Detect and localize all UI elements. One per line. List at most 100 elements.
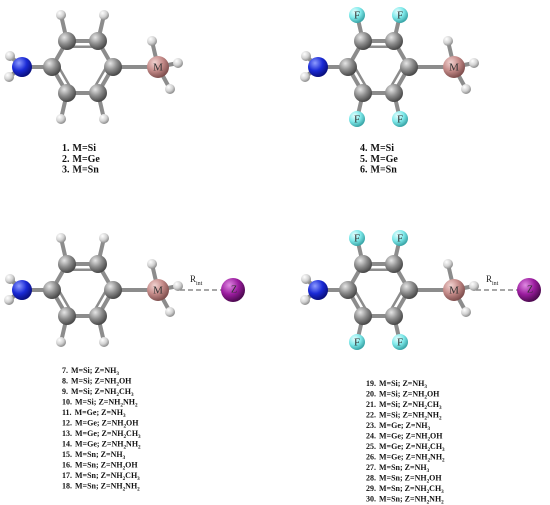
carbon-atom <box>385 32 403 50</box>
compound-label: 22.M=Si; Z=NH2NH2 <box>366 411 442 422</box>
compound-label: 14.M=Ge; Z=NH2NH2 <box>62 440 141 451</box>
bond-double <box>57 65 72 89</box>
compound-label: 9.M=Si; Z=NH2CH3 <box>62 387 134 398</box>
fluorine-atom-label: F <box>354 233 360 245</box>
fluorine-atom <box>349 111 365 127</box>
carbon-atom <box>339 58 357 76</box>
bond-double <box>93 288 108 312</box>
fluorine-atom-label: F <box>397 337 403 349</box>
fluorine-atom-label: F <box>397 114 403 126</box>
carbon-atom <box>385 307 403 325</box>
hydrogen-atom <box>4 72 14 82</box>
compound-label: 16.M=Sn; Z=NH2OH <box>62 461 138 472</box>
bond-double <box>353 65 368 89</box>
fluorine-atom <box>392 7 408 23</box>
hydrogen-atom <box>173 58 183 68</box>
compound-label: 19.M=Si; Z=NH3 <box>366 379 427 390</box>
distance-label: Rint <box>190 274 203 287</box>
metal-atom-label: M <box>153 285 163 297</box>
carbon-atom <box>43 58 61 76</box>
fluorine-atom <box>349 334 365 350</box>
carbon-atom <box>339 281 357 299</box>
carbon-atom <box>385 84 403 102</box>
compound-label: 3.M=Sn <box>62 165 99 176</box>
hydrogen-atom <box>99 10 109 20</box>
hydrogen-atom <box>469 281 479 291</box>
hydrogen-atom <box>99 337 109 347</box>
compound-label: 6.M=Sn <box>360 165 397 176</box>
compound-label: 2.M=Ge <box>62 154 100 165</box>
hydrogen-atom <box>300 295 310 305</box>
compound-label: 27.M=Sn; Z=NH3 <box>366 463 430 474</box>
bond-double <box>93 65 108 89</box>
compound-label: 7.M=Si; Z=NH3 <box>62 366 119 377</box>
hydrogen-atom <box>461 84 471 94</box>
carbon-atom <box>58 307 76 325</box>
bond-double <box>389 288 404 312</box>
fluorine-atom <box>349 230 365 246</box>
fluorine-atom <box>349 7 365 23</box>
hydrogen-atom <box>165 84 175 94</box>
bond-double <box>57 288 72 312</box>
metal-atom <box>147 56 169 78</box>
compound-label: 11.M=Ge; Z=NH3 <box>62 408 126 419</box>
hydrogen-atom <box>461 307 471 317</box>
carbon-atom <box>89 255 107 273</box>
partner-atom-label: Z <box>527 285 533 296</box>
compound-label: 29.M=Sn; Z=NH2CH3 <box>366 484 444 495</box>
compound-label: 12.M=Ge; Z=NH2OH <box>62 419 139 430</box>
fluorine-atom-label: F <box>397 233 403 245</box>
compound-label: 13.M=Ge; Z=NH2CH3 <box>62 429 141 440</box>
carbon-atom <box>89 32 107 50</box>
hydrogen-atom <box>99 114 109 124</box>
carbon-atom <box>89 307 107 325</box>
fluorine-atom <box>392 230 408 246</box>
compound-label: 4.M=Si <box>360 143 394 154</box>
compound-label: 21.M=Si; Z=NH2CH3 <box>366 400 442 411</box>
molecule-top-left: M <box>4 10 183 124</box>
partner-atom-label: Z <box>231 285 237 296</box>
carbon-atom <box>400 58 418 76</box>
hydrogen-atom <box>99 233 109 243</box>
compound-label: 1.M=Si <box>62 143 96 154</box>
labels-top-right: 4.M=Si5.M=Ge6.M=Sn <box>360 143 398 176</box>
compound-label: 24.M=Ge; Z=NH2OH <box>366 432 443 443</box>
compound-label: 25.M=Ge; Z=NH2CH3 <box>366 442 445 453</box>
fluorine-atom <box>392 334 408 350</box>
hydrogen-atom <box>147 259 157 269</box>
carbon-atom <box>354 307 372 325</box>
hydrogen-atom <box>5 51 15 61</box>
compound-label: 5.M=Ge <box>360 154 398 165</box>
nitrogen-atom <box>12 280 32 300</box>
fluorine-atom-label: F <box>354 337 360 349</box>
hydrogen-atom <box>300 72 310 82</box>
compound-label: 23.M=Ge; Z=NH3 <box>366 421 430 432</box>
carbon-atom <box>43 281 61 299</box>
metal-atom-label: M <box>153 62 163 74</box>
distance-label: Rint <box>486 274 499 287</box>
carbon-atom <box>58 32 76 50</box>
hydrogen-atom <box>56 10 66 20</box>
hydrogen-atom <box>5 274 15 284</box>
compound-label: 17.M=Sn; Z=NH2CH3 <box>62 471 140 482</box>
bond-double <box>353 288 368 312</box>
metal-atom-label: M <box>449 62 459 74</box>
partner-atom <box>517 278 541 302</box>
compound-label: 30.M=Sn; Z=NH2NH2 <box>366 495 444 505</box>
partner-atom <box>221 278 245 302</box>
carbon-atom <box>104 58 122 76</box>
hydrogen-atom <box>56 233 66 243</box>
compound-label: 18.M=Sn; Z=NH2NH2 <box>62 482 140 493</box>
carbon-atom <box>385 255 403 273</box>
carbon-atom <box>104 281 122 299</box>
fluorine-atom-label: F <box>354 10 360 22</box>
carbon-atom <box>89 84 107 102</box>
hydrogen-atom <box>56 337 66 347</box>
hydrogen-atom <box>301 274 311 284</box>
hydrogen-atom <box>4 295 14 305</box>
carbon-atom <box>354 32 372 50</box>
hydrogen-atom <box>147 36 157 46</box>
hydrogen-atom <box>443 259 453 269</box>
